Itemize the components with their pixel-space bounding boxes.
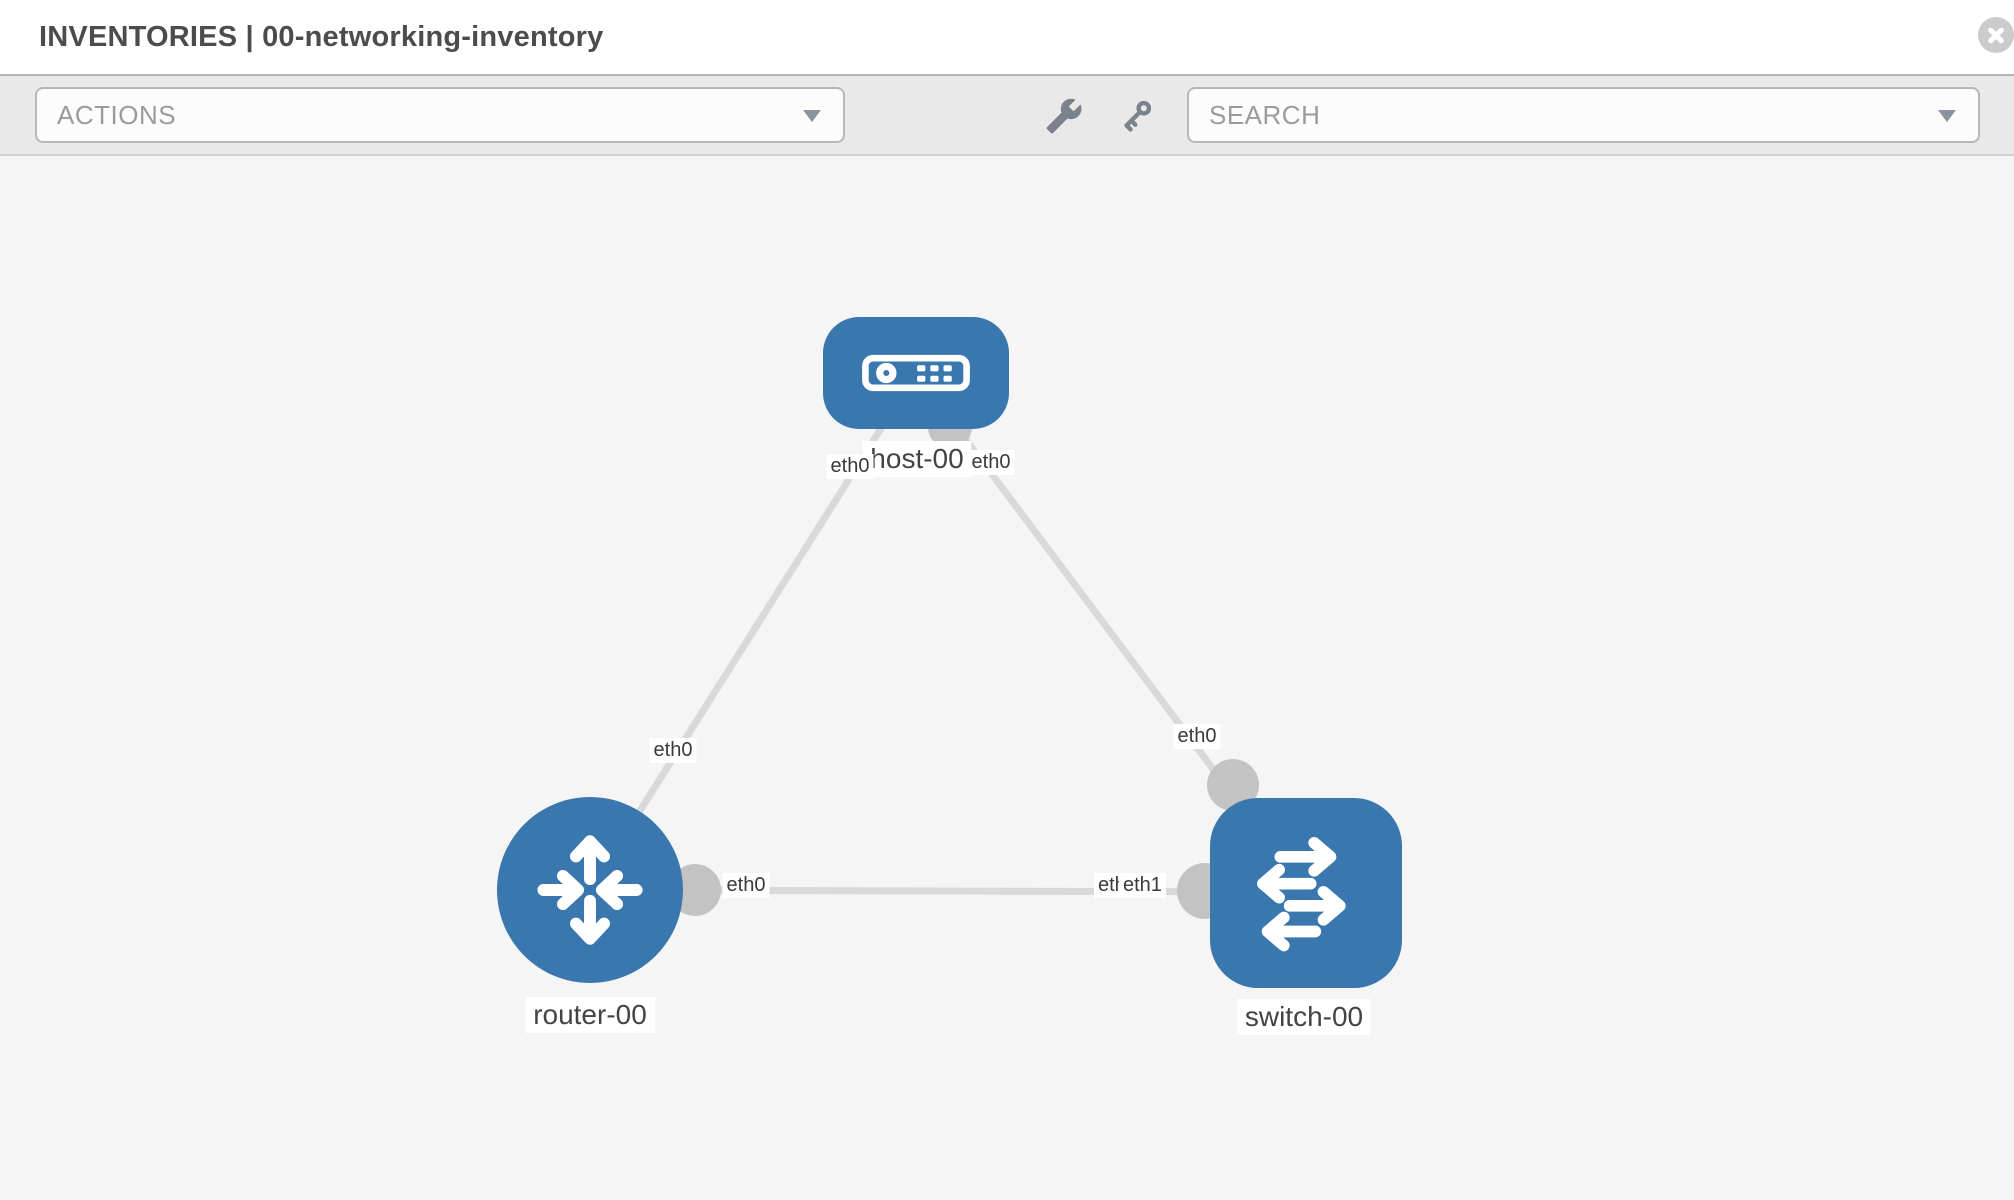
search-dropdown[interactable]: SEARCH xyxy=(1187,87,1980,143)
close-icon[interactable] xyxy=(1978,17,2014,53)
header: INVENTORIES | 00-networking-inventory xyxy=(0,0,2014,74)
node-router-00[interactable] xyxy=(497,797,683,983)
interface-label: eth0 xyxy=(967,450,1015,475)
wrench-icon[interactable] xyxy=(1042,90,1086,142)
links-layer xyxy=(587,370,1309,919)
chevron-down-icon xyxy=(1938,110,1956,122)
node-host-00[interactable] xyxy=(823,317,1009,429)
interface-label: eth1 xyxy=(1119,873,1166,898)
node-switch-00[interactable] xyxy=(1210,798,1402,988)
topology-canvas[interactable]: host-00 router-00 switch-00 eth0 eth0 et… xyxy=(0,156,2014,1200)
page-title: INVENTORIES | 00-networking-inventory xyxy=(39,20,604,53)
host-device-icon xyxy=(862,354,970,392)
actions-dropdown[interactable]: ACTIONS xyxy=(35,87,845,143)
node-label-router: router-00 xyxy=(525,997,655,1033)
chevron-down-icon xyxy=(803,110,821,122)
interface-label: eth0 xyxy=(826,454,874,479)
toolbar: ACTIONS SEARCH xyxy=(0,74,2014,156)
interface-label: eth0 xyxy=(649,738,697,763)
switch-arrows-icon xyxy=(1257,837,1346,952)
node-label-host: host-00 xyxy=(862,441,972,477)
port-dot-switch-top xyxy=(1207,759,1259,811)
interface-label: eth0 xyxy=(722,873,770,898)
search-dropdown-label: SEARCH xyxy=(1209,99,1321,130)
router-arrows-icon xyxy=(537,835,643,945)
node-label-switch: switch-00 xyxy=(1236,999,1372,1035)
interface-label: eth0 xyxy=(1173,724,1221,749)
actions-dropdown-label: ACTIONS xyxy=(57,99,177,130)
key-icon[interactable] xyxy=(1114,90,1158,142)
